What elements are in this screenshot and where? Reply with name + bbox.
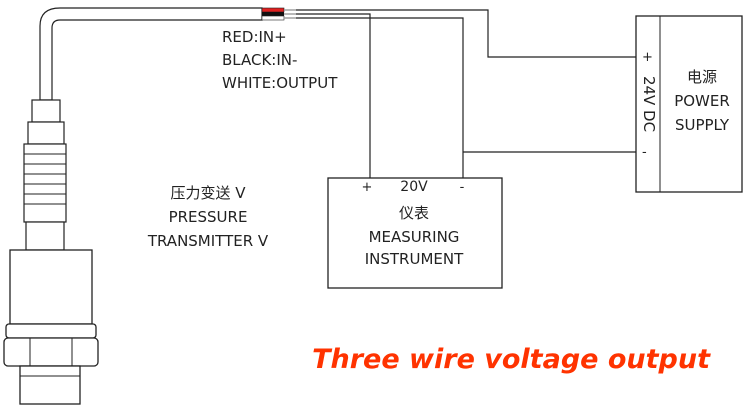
pressure-transmitter [3, 99, 99, 405]
power-voltage-label: 24V DC [640, 76, 658, 132]
transmitter-label-en2: TRANSMITTER V [147, 232, 269, 250]
wire-white-insulation [261, 15, 285, 21]
wiring-red-label: RED:IN+ [222, 28, 287, 46]
diagram-caption: Three wire voltage output [312, 344, 711, 375]
wiring-white-label: WHITE:OUTPUT [222, 74, 338, 92]
wire-in-plus [296, 9, 636, 58]
power-label-en2: SUPPLY [675, 116, 730, 134]
power-supply-box [635, 15, 743, 193]
wire-black-insulation [262, 12, 284, 16]
instrument-minus-label: - [460, 180, 465, 195]
wire-red-insulation [261, 7, 285, 13]
wire-output [296, 13, 371, 178]
power-label-cn: 电源 [687, 68, 717, 86]
power-minus-label: - [642, 145, 647, 160]
wire-in-minus [296, 17, 464, 178]
instrument-voltage-label: 20V [400, 179, 428, 195]
measuring-instrument-box [327, 177, 503, 289]
transmitter-label-cn: 压力变送 V [170, 184, 246, 202]
power-plus-label: + [642, 50, 653, 65]
transmitter-label-en1: PRESSURE [169, 208, 248, 226]
instrument-label-cn: 仪表 [399, 204, 429, 222]
instrument-plus-label: + [362, 180, 373, 195]
wiring-black-label: BLACK:IN- [222, 51, 297, 69]
power-label-en1: POWER [674, 92, 730, 110]
instrument-label-en1: MEASURING [369, 228, 460, 246]
instrument-label-en2: INSTRUMENT [365, 250, 464, 268]
